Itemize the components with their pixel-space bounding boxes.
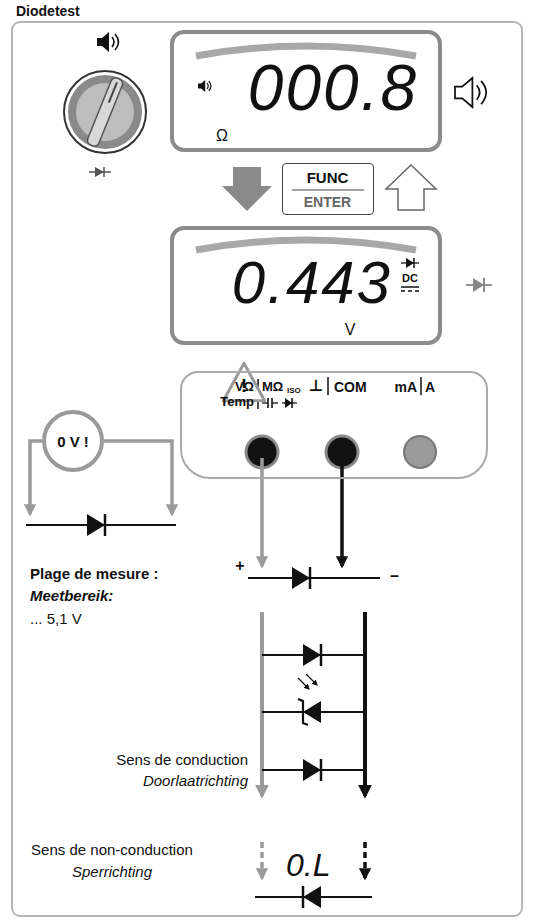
diode-symbol <box>292 567 310 589</box>
diode-symbol <box>303 644 321 666</box>
rotary-switch <box>64 71 146 153</box>
diode-symbol <box>87 514 105 536</box>
speaker-body <box>97 32 109 52</box>
lcd-display: 0.443 DC V <box>170 226 442 345</box>
diode-icon <box>401 258 419 268</box>
buzzer-icon <box>198 80 211 92</box>
zener-symbol <box>303 701 321 723</box>
panel-frame <box>12 22 522 916</box>
light-arrow <box>298 678 309 689</box>
diode-symbol <box>104 514 107 536</box>
switch-ring <box>64 71 146 153</box>
diode-icon <box>89 167 111 177</box>
test-lead <box>340 458 344 566</box>
switch-pointer <box>86 76 124 147</box>
test-lead <box>30 441 42 514</box>
dc-symbol <box>401 290 419 292</box>
pointer-mark <box>109 82 117 102</box>
direction-label: Doorlaatrichting <box>143 773 248 788</box>
direction-label: Sens de non-conduction <box>31 842 193 857</box>
sound-wave <box>115 34 119 50</box>
warning-text: 0 V ! <box>57 434 89 449</box>
voltage-warning-circle: 0 V ! <box>42 410 104 472</box>
diode-symbol <box>303 759 321 781</box>
socket-label: ISO <box>287 387 301 395</box>
diode-symbol <box>303 886 321 908</box>
button-divider <box>292 189 364 190</box>
lcd-display: 000.8Ω <box>170 30 442 152</box>
diode-symbol <box>309 567 312 589</box>
buzzer-icon <box>455 78 486 107</box>
diode-icon <box>282 398 297 408</box>
diode-symbol <box>302 886 305 908</box>
light-arrow <box>306 674 317 685</box>
unit-symbol: Ω <box>216 128 228 144</box>
test-lead <box>260 612 264 796</box>
separator <box>420 377 422 395</box>
separator <box>327 377 329 395</box>
unit-symbol: V <box>345 322 356 338</box>
button-label: FUNC <box>307 170 349 185</box>
func-button: FUNC ENTER <box>282 163 374 215</box>
socket-label: MΩ <box>262 380 283 393</box>
polarity-sign: – <box>390 568 399 584</box>
display-reading: 000.8 <box>248 56 418 120</box>
zener-symbol <box>298 699 308 725</box>
test-lead <box>363 842 367 878</box>
socket-panel: VΩ Temp MΩ ISO ⊥ COM mA A <box>180 371 488 479</box>
socket-label: COM <box>334 380 367 394</box>
buzzer-icon <box>97 32 119 52</box>
ground-symbol: ⊥ <box>309 378 324 394</box>
socket-label: Temp <box>220 395 254 408</box>
dc-symbol <box>401 286 419 288</box>
test-lead <box>104 441 172 514</box>
display-reading: 0.L <box>286 849 330 881</box>
socket-label: A <box>425 380 435 394</box>
direction-label: Sens de conduction <box>116 752 248 767</box>
test-lead <box>260 458 264 566</box>
input-socket <box>404 436 436 468</box>
bargraph <box>196 240 416 250</box>
diode-symbol <box>320 759 323 781</box>
switch-bezel <box>68 75 142 149</box>
down-arrow <box>222 167 272 211</box>
diode-symbol <box>320 644 323 666</box>
range-heading: Plage de mesure : <box>30 566 158 581</box>
page-title: Diodetest <box>16 4 80 18</box>
direction-label: Sperrichting <box>72 864 152 879</box>
mode-symbol: DC <box>402 273 418 284</box>
polarity-sign: + <box>235 558 244 574</box>
range-value: ... 5,1 V <box>30 611 82 626</box>
up-arrow <box>386 165 436 210</box>
button-label: ENTER <box>304 195 351 209</box>
socket-label: mA <box>394 380 417 394</box>
test-lead <box>363 612 367 796</box>
sound-wave <box>112 37 114 47</box>
test-lead <box>260 842 264 878</box>
bargraph <box>196 46 416 56</box>
diode-icon <box>466 278 492 292</box>
display-reading: 0.443 <box>232 253 392 313</box>
circuit-wire <box>248 577 380 579</box>
range-heading: Meetbereik: <box>30 588 113 603</box>
socket-label: VΩ <box>235 380 254 393</box>
